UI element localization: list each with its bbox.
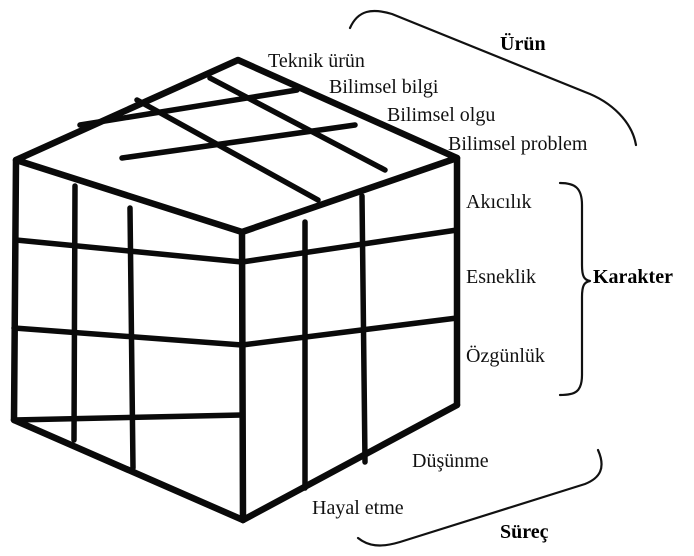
character-item-1: Akıcılık xyxy=(466,191,532,213)
right-face-divider-4 xyxy=(239,315,460,348)
product-item-1: Teknik ürün xyxy=(268,50,365,72)
right-face-divider-3 xyxy=(239,227,460,265)
top-face-grid-line-3 xyxy=(134,97,321,203)
left-face-divider-3 xyxy=(13,237,245,265)
character-item-3: Özgünlük xyxy=(466,344,545,367)
character-title: Karakter xyxy=(593,266,673,288)
top-face-grid-line-2 xyxy=(119,122,358,161)
cube-left-edge xyxy=(10,156,20,424)
cube-front-edge xyxy=(238,228,247,524)
product-title: Ürün xyxy=(500,32,546,55)
process-item-1: Düşünme xyxy=(412,450,489,472)
cube-bottom-right-edge xyxy=(239,401,461,524)
left-face-bottom-line xyxy=(11,412,245,423)
top-face-grid-line-1 xyxy=(77,87,300,128)
product-item-4: Bilimsel problem xyxy=(448,133,588,155)
process-title: Süreç xyxy=(500,521,549,543)
top-face-grid-line-4 xyxy=(207,75,388,173)
cube-bottom-left-edge xyxy=(10,416,247,524)
product-brace xyxy=(348,9,638,147)
process-item-2: Hayal etme xyxy=(312,497,404,519)
left-face-divider-1 xyxy=(71,183,78,443)
product-item-2: Bilimsel bilgi xyxy=(329,76,439,98)
character-brace xyxy=(558,181,592,397)
character-item-2: Esneklik xyxy=(466,266,536,288)
cube xyxy=(10,56,461,524)
product-item-3: Bilimsel olgu xyxy=(387,104,495,126)
left-face-divider-4 xyxy=(11,325,245,348)
process-brace xyxy=(356,448,603,547)
